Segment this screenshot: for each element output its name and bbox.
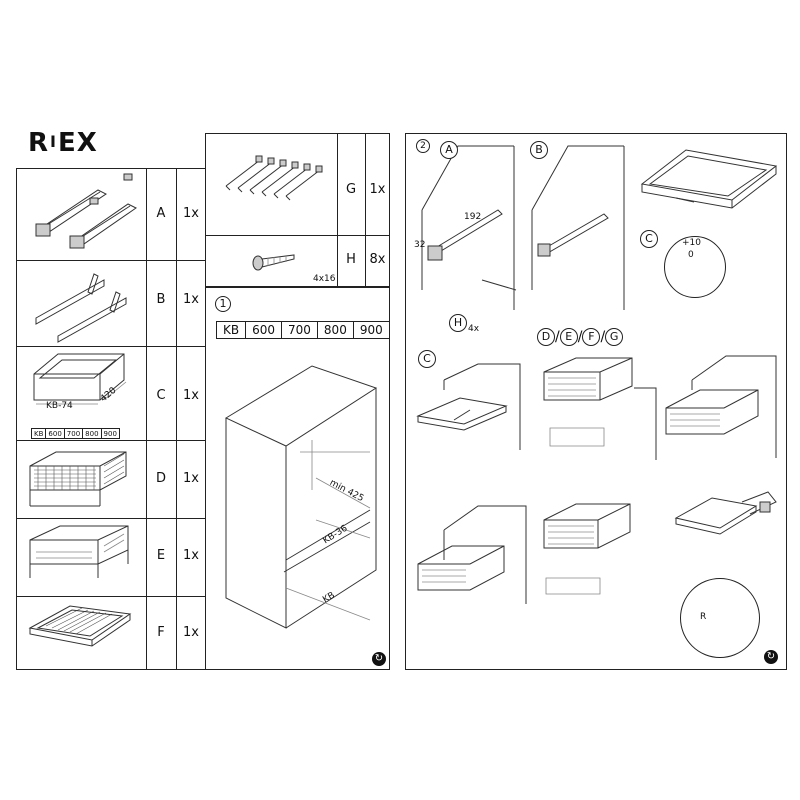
parts-table-row-divider [16,518,206,519]
parts-table-row-divider [16,596,206,597]
logo-letter-r: R [28,128,50,158]
part-c-frame-drawing [33,353,127,405]
part-h-screw-drawing [252,254,295,271]
callout-f: F [582,327,601,346]
step1-kb-table: KB 600 700 800 900 [215,321,390,339]
kb-cell: 800 [316,321,354,339]
step1-panel [205,287,390,670]
parts-table-row-divider [16,346,206,347]
step2-basket-lower-drawing [543,503,631,595]
kb-small-cell: 700 [63,428,84,439]
part-letter-b: B [156,292,166,307]
rotate-icon: ↻ [372,652,386,666]
defg-callouts: D/E/F/G [537,326,624,346]
part-d-basket-drawing [29,451,127,507]
part-letter-g: G [345,182,357,197]
part-qty-e: 1x [183,548,199,563]
callout-b: B [530,141,548,159]
part-f-tray-drawing [28,605,132,647]
step2-offset-zero: 0 [688,250,694,260]
callout-h-qty: 4x [468,324,480,334]
part-letter-f: F [157,625,165,640]
step2-dim-32: 32 [414,240,426,250]
callout-e: E [559,327,578,346]
rotate-icon-2: ↻ [764,650,778,664]
part-letter-h: H [346,252,356,267]
step2-dim-192: 192 [464,212,482,222]
callout-c: C [418,350,436,368]
step1-cabinet-drawing [224,365,378,629]
part-a-runners-drawing [35,173,137,249]
step1-number: 1 [215,296,231,312]
step2-runner-install-drawing [421,145,517,310]
step2-offset-label: +10 [682,238,701,248]
part-qty-a: 1x [183,206,199,221]
step2-frame-insert-drawing [416,363,521,450]
parts-table-divider [146,168,147,670]
part-qty-h: 8x [369,252,386,267]
step2-runner-detail-drawing [674,491,777,535]
brand-logo: RIEX [28,128,98,158]
step2-basket-lift-drawing [543,357,657,460]
step2-rail-install-drawing [531,145,625,310]
step2-number: 2 [416,139,430,153]
parts-table-top-row-divider [205,235,390,236]
step2-frame-drawing [640,149,778,209]
detail-magnify-circle [664,236,726,298]
part-qty-c: 1x [183,388,199,403]
detail-r-label: R [700,612,707,622]
parts-table-top-divider [337,133,338,287]
step2-basket-pull-drawing [417,505,527,604]
kb-small-cell: 900 [100,428,120,439]
part-qty-g: 1x [369,182,386,197]
part-qty-f: 1x [183,625,199,640]
parts-table-row-divider [16,260,206,261]
part-b-rails-drawing [35,273,127,343]
kb-small-cell: 600 [45,428,65,439]
part-g-hooks-drawing [225,155,323,201]
part-qty-b: 1x [183,292,199,307]
kb-cell: 700 [281,321,318,339]
step2-panel [405,133,787,670]
parts-table-top-divider [365,133,366,287]
screw-size-label: 4x16 [313,274,336,284]
detail-zoom-circle [680,578,760,658]
callout-c-top: C [640,230,658,248]
parts-table-row-divider [16,440,206,441]
callout-a: A [440,141,458,159]
step2-basket-install-drawing [665,355,777,458]
logo-letter-i: I [50,132,57,151]
part-letter-a: A [156,206,166,221]
part-letter-e: E [156,548,166,563]
callout-d: D [537,327,555,346]
logo-letters-ex: EX [57,128,98,158]
kb-cell: 600 [245,321,283,339]
part-c-kb-table: KB 600 700 800 900 [30,428,120,439]
callout-h: H [449,314,467,332]
callout-g: G [605,327,624,346]
part-letter-d: D [155,471,166,486]
parts-table-top [205,133,390,287]
parts-table-divider [176,168,177,670]
part-e-rack-drawing [29,525,129,578]
kb-small-cell: KB [30,428,47,439]
kb-cell: KB [215,321,247,339]
part-letter-c: C [156,388,166,403]
kb-cell: 900 [352,321,390,339]
part-qty-d: 1x [183,471,199,486]
part-c-kb-label: KB-74 [46,401,73,411]
kb-small-cell: 800 [82,428,102,439]
